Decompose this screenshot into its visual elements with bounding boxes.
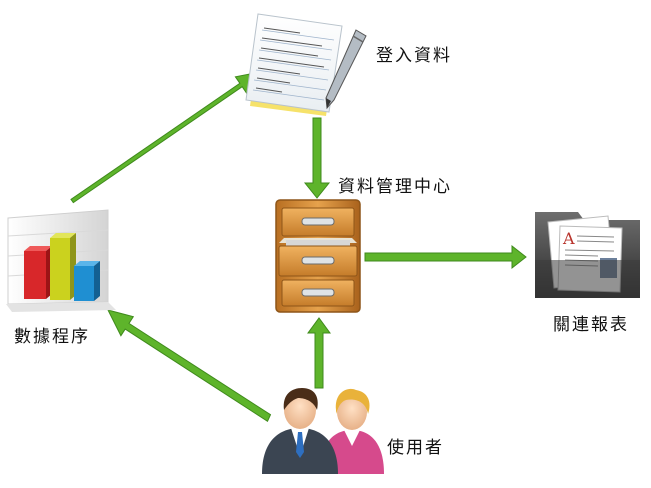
filing-cabinet-icon bbox=[275, 199, 361, 313]
arrow-login-to-center bbox=[303, 117, 331, 199]
label-login-data: 登入資料 bbox=[376, 46, 452, 66]
users-icon bbox=[262, 388, 384, 474]
report-folder-icon: A bbox=[535, 212, 640, 298]
arrow-user-to-program bbox=[107, 309, 272, 423]
label-data-center: 資料管理中心 bbox=[338, 177, 452, 197]
arrow-user-to-center bbox=[307, 317, 331, 389]
bar-yellow bbox=[50, 238, 70, 300]
label-users: 使用者 bbox=[387, 438, 444, 458]
bar-red bbox=[24, 251, 46, 299]
bar-chart-icon bbox=[6, 209, 116, 312]
bar-blue bbox=[74, 266, 94, 301]
arrow-program-to-login bbox=[70, 71, 262, 204]
label-related-reports: 關連報表 bbox=[553, 315, 629, 335]
svg-text:A: A bbox=[562, 229, 575, 248]
arrows-layer bbox=[70, 71, 527, 423]
arrow-center-to-report bbox=[364, 244, 527, 270]
label-data-program: 數據程序 bbox=[14, 327, 90, 347]
notepad-pen-icon bbox=[245, 13, 367, 116]
